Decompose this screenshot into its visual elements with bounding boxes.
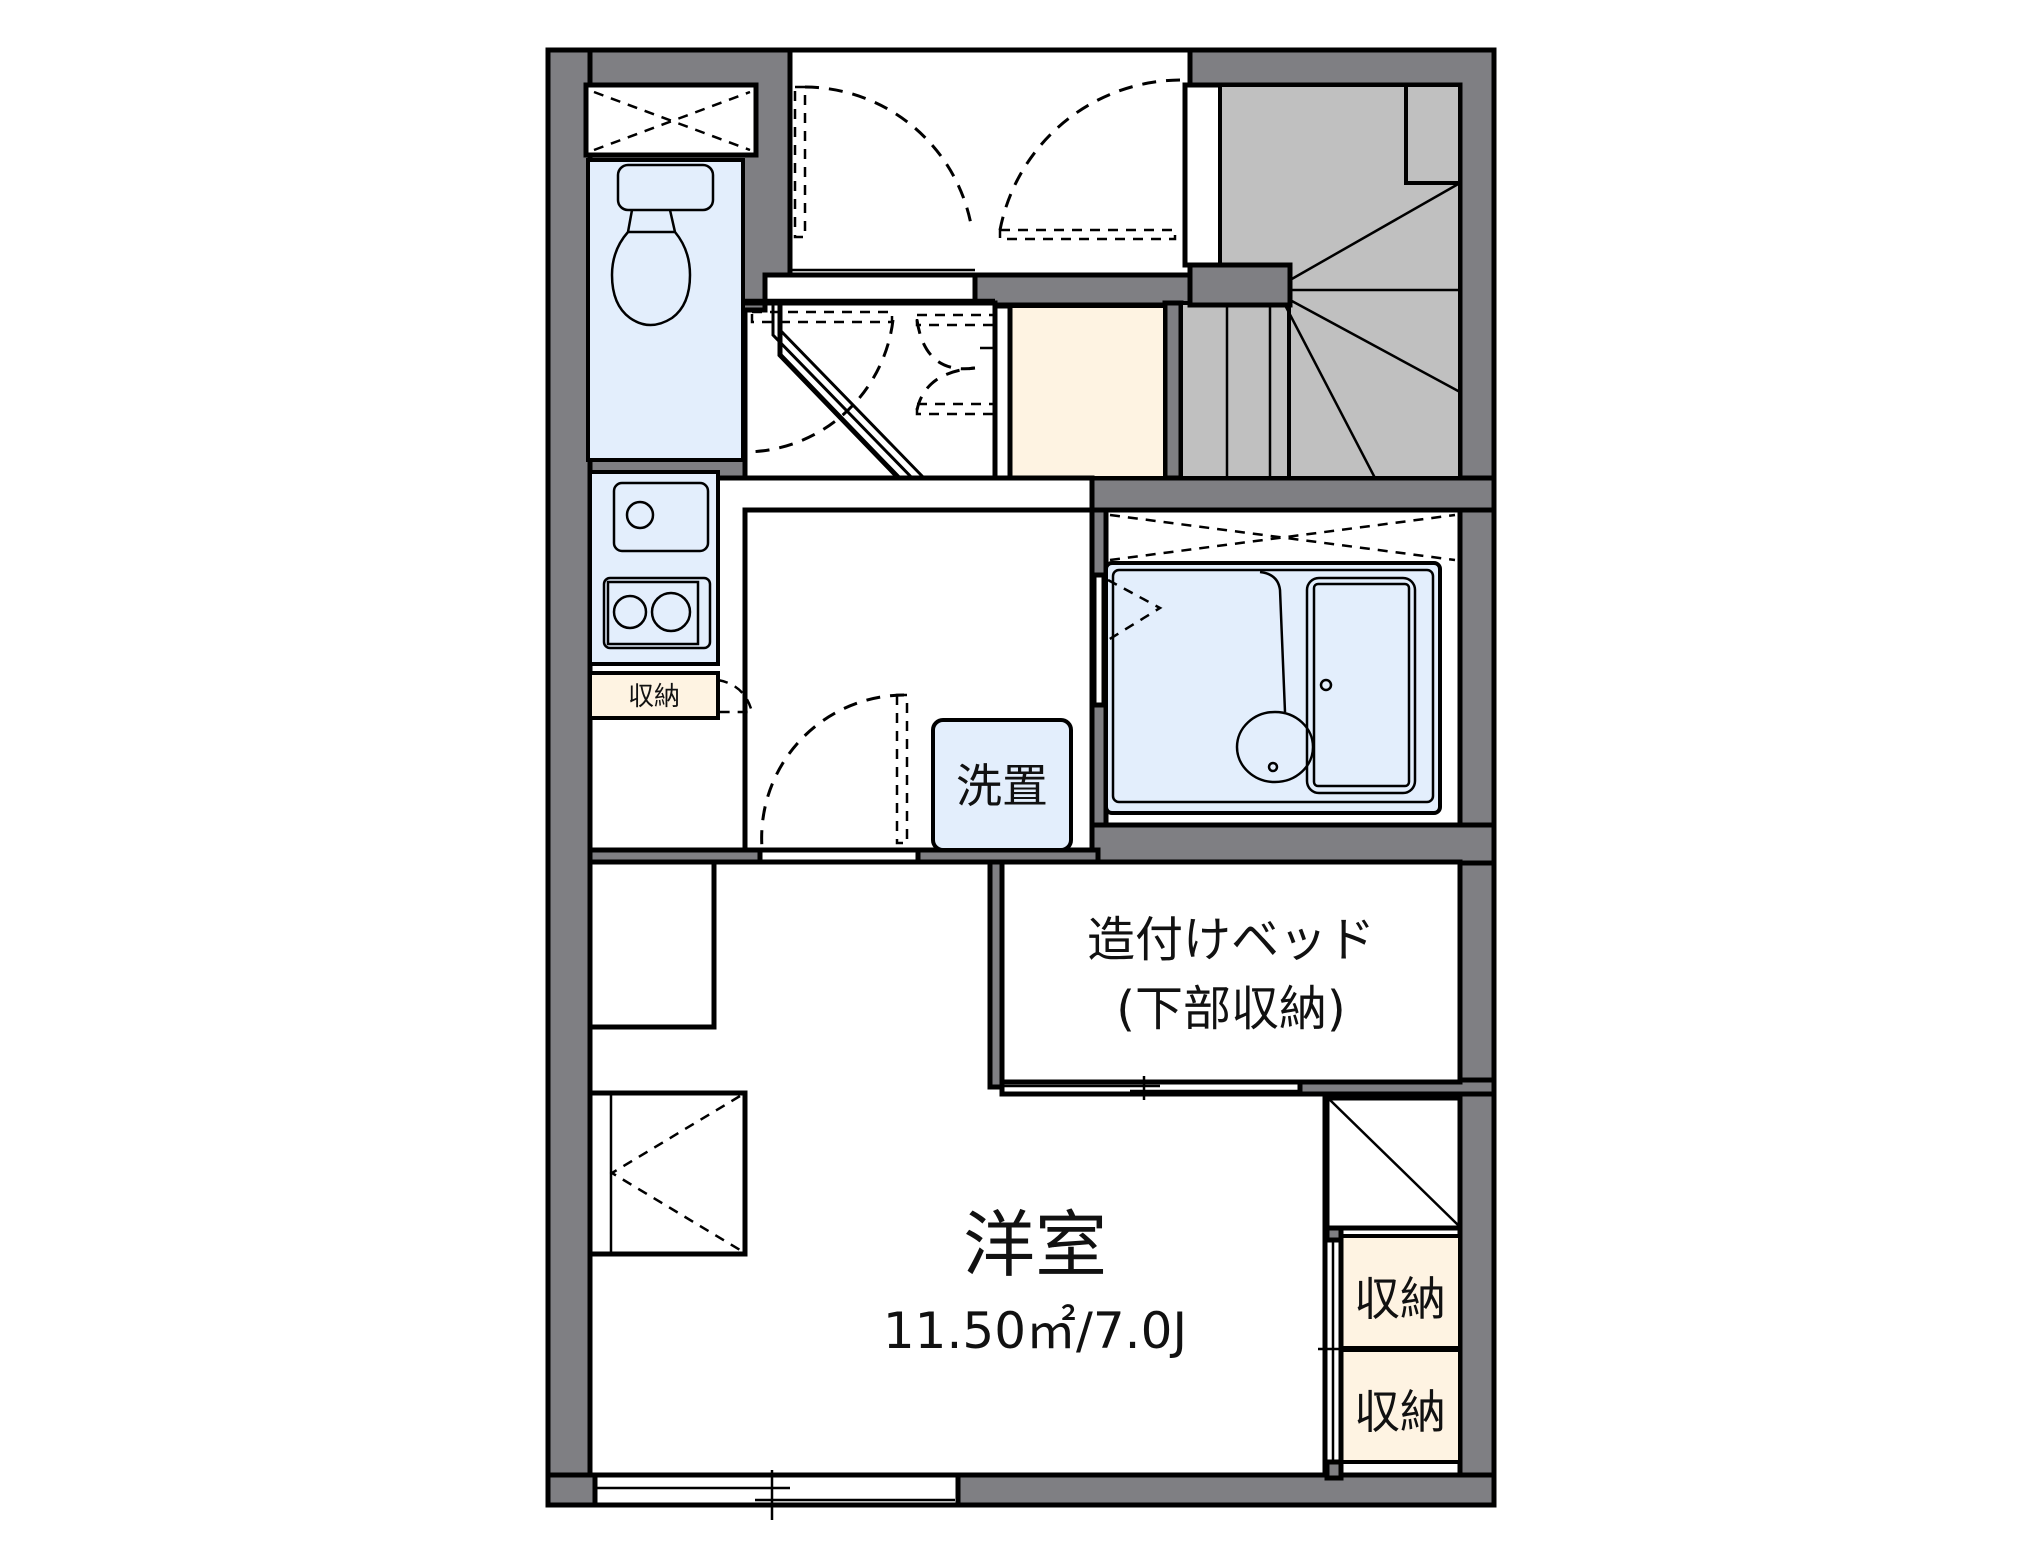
kitchen: 収納 洗置 (587, 470, 1095, 865)
main-room-name: 洋室 (963, 1203, 1107, 1287)
window-top-left (583, 82, 759, 158)
washer-space-label: 洗置 (956, 759, 1048, 813)
toilet-room (586, 158, 745, 462)
sink-icon (612, 481, 710, 553)
bathroom-door-icon[interactable] (1091, 572, 1163, 708)
bed-label-line2: (下部収納) (1116, 981, 1345, 1037)
closet-lower-label: 収納 (1354, 1385, 1446, 1439)
stove-icon (602, 576, 712, 650)
entry-shelf (1324, 1095, 1463, 1231)
kitchen-storage[interactable]: 収納 (588, 671, 754, 720)
main-room: 洋室 11.50㎡/7.0J (587, 859, 1328, 1520)
built-in-bed: 造付けベッド (下部収納) (999, 859, 1463, 1100)
kitchen-door-icon[interactable] (757, 693, 921, 865)
washer-space: 洗置 (931, 718, 1073, 852)
hall-storage (992, 303, 1167, 481)
kitchen-counter (588, 470, 720, 666)
hall (744, 298, 1008, 503)
closet-lower[interactable]: 収納 (1339, 1348, 1462, 1464)
toilet-icon (610, 163, 715, 327)
closet-upper-label: 収納 (1354, 1272, 1446, 1326)
main-room-closet[interactable] (587, 1090, 748, 1257)
bed-sliding-door[interactable] (999, 1076, 1303, 1100)
kitchen-storage-label: 収納 (628, 682, 680, 712)
bed-label-line1: 造付けベッド (1087, 912, 1375, 968)
toilet-door-icon[interactable] (744, 310, 895, 454)
staircase (1179, 83, 1462, 480)
main-room-area: 11.50㎡/7.0J (883, 1302, 1187, 1360)
bottom-window[interactable] (592, 1470, 961, 1520)
entry-door-right-icon[interactable] (998, 78, 1181, 241)
stairs-icon (1179, 83, 1462, 480)
closet-sliding-door[interactable] (1318, 1237, 1344, 1465)
bathtub-icon (1305, 576, 1417, 795)
right-closets: 収納 収納 (1318, 1095, 1463, 1465)
closet-upper[interactable]: 収納 (1339, 1234, 1462, 1350)
bathroom (1091, 507, 1463, 828)
entry-door-left-icon[interactable] (793, 85, 974, 239)
entry-area (787, 47, 1228, 278)
